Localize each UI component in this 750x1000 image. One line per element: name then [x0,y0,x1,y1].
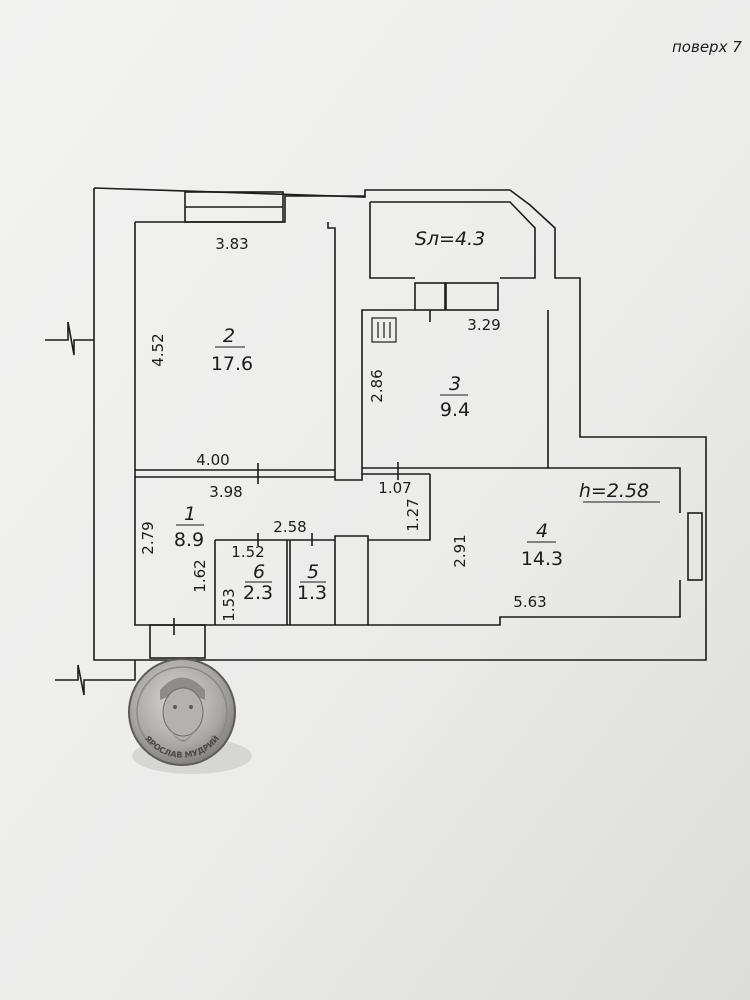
room-1: 1 8.9 3.98 2.79 1.07 1.27 2.58 [139,479,422,555]
room-5: 5 1.3 [297,561,327,604]
svg-text:1: 1 [184,503,196,525]
coin-icon: ЯРОСЛАВ МУДРИЙ [128,658,252,774]
svg-text:2.79: 2.79 [139,521,157,554]
svg-text:9.4: 9.4 [440,399,470,421]
svg-text:3.29: 3.29 [467,316,500,334]
floor-label: поверх 7 [672,38,742,56]
svg-text:1.62: 1.62 [191,559,209,592]
room-3: 3 9.4 3.29 2.86 [368,316,501,421]
balcony: Sл=4.3 [415,228,485,250]
svg-text:3: 3 [449,373,461,395]
svg-text:1.07: 1.07 [378,479,411,497]
svg-text:5: 5 [307,561,319,583]
ceiling-height: h=2.58 [579,480,649,502]
room-2: 2 17.6 3.83 4.52 4.00 [149,235,253,469]
svg-text:2.3: 2.3 [243,582,273,604]
svg-text:14.3: 14.3 [521,548,563,570]
svg-text:2: 2 [223,325,235,347]
svg-text:3.98: 3.98 [209,483,242,501]
walls [45,187,707,696]
room-6: 1.52 6 2.3 1.53 1.62 [191,543,273,622]
svg-text:4.52: 4.52 [149,333,167,366]
svg-text:6: 6 [253,561,265,583]
radiator-icon [371,317,397,343]
svg-text:4.00: 4.00 [196,451,229,469]
svg-text:2.58: 2.58 [273,518,306,536]
svg-text:3.83: 3.83 [215,235,248,253]
svg-text:2.86: 2.86 [368,369,386,402]
svg-text:4: 4 [536,520,548,542]
room-4: 4 14.3 2.91 5.63 h=2.58 [451,480,660,611]
svg-text:17.6: 17.6 [211,353,253,375]
svg-text:5.63: 5.63 [513,593,546,611]
svg-text:1.27: 1.27 [404,498,422,531]
svg-text:1.3: 1.3 [297,582,327,604]
svg-text:Sл=4.3: Sл=4.3 [415,228,485,250]
svg-text:8.9: 8.9 [174,529,204,551]
svg-text:1.53: 1.53 [220,588,238,621]
svg-text:2.91: 2.91 [451,534,469,567]
svg-text:1.52: 1.52 [231,543,264,561]
